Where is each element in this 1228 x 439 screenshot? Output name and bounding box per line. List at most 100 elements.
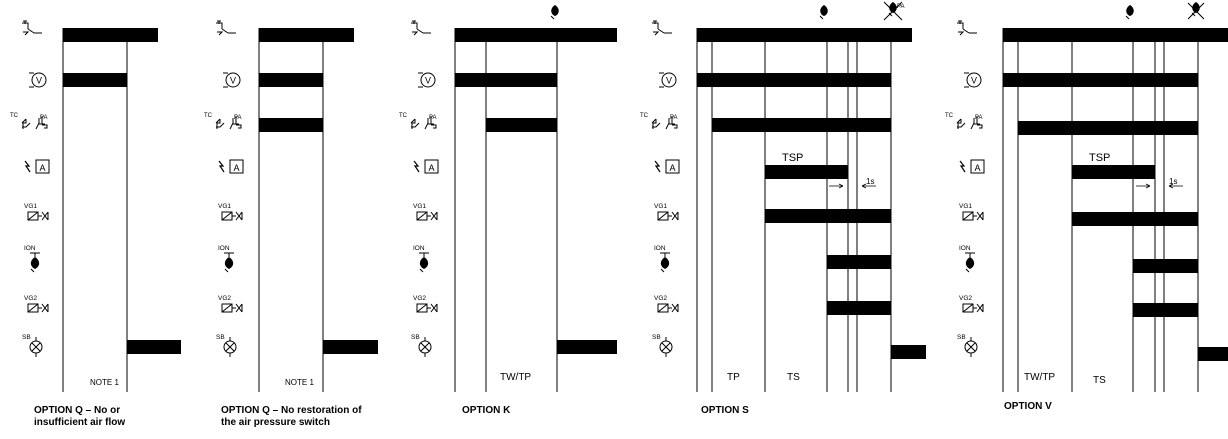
lockout-lamp-icon-v — [964, 336, 978, 358]
v-thermostat-bar — [1003, 28, 1228, 42]
s-lockout-bar — [891, 345, 926, 359]
valve-vg1-icon-q1 — [27, 211, 49, 221]
sb-label-q2: SB — [216, 334, 225, 341]
thermostat-icon-v — [956, 20, 978, 36]
vg1-label-q1: VG1 — [24, 203, 37, 210]
vg2-label-q1: VG2 — [24, 295, 37, 302]
a-box-label-s: A — [669, 163, 675, 173]
thermostat-icon-s — [651, 20, 673, 36]
vg2-label-v: VG2 — [959, 295, 972, 302]
v-tc-pa-bar — [1018, 121, 1198, 135]
vg2-label-s: VG2 — [654, 295, 667, 302]
k-tw-tp-label: TW/TP — [500, 372, 531, 383]
valve-vg2-icon-q2 — [221, 303, 243, 313]
pa-label-v: PA — [975, 115, 983, 121]
panel-title-option-q-air-flow: OPTION Q – No or insufficient air flow — [34, 405, 126, 428]
v-tsp-bar — [1072, 165, 1155, 179]
s-tsp-bar — [765, 165, 848, 179]
ion-label-q2: ION — [218, 245, 230, 252]
q1-lockout-bar — [127, 340, 181, 354]
s-tsp-label: TSP — [782, 152, 803, 164]
s-ts-label: TS — [787, 372, 800, 383]
v-1s-label: 1s — [1169, 177, 1177, 186]
panel-title-option-v: OPTION V — [1004, 401, 1052, 412]
k-tc-pa-bar — [486, 118, 557, 132]
crossed-pa-flame-icon — [883, 1, 903, 21]
q2-thermostat-bar — [259, 28, 354, 42]
valve-vg1-icon-q2 — [221, 211, 243, 221]
s-tc-pa-bar — [712, 118, 891, 132]
s-1s-label: 1s — [866, 177, 874, 186]
v-ts-label: TS — [1093, 375, 1106, 386]
ionisation-probe-icon-v — [964, 252, 976, 273]
fan-motor-icon-s — [658, 72, 677, 88]
valve-vg2-icon-k — [416, 303, 438, 313]
vg1-label-q2: VG1 — [218, 203, 231, 210]
s-vg1-bar — [765, 209, 891, 223]
s-ion-bar — [827, 255, 891, 269]
fan-motor-icon-q2 — [222, 72, 241, 88]
ion-label-k: ION — [413, 245, 425, 252]
thermostat-icon-k — [410, 20, 432, 36]
pa-label-q2: PA — [234, 115, 242, 121]
s-thermostat-bar — [697, 28, 912, 42]
v-cross-mark — [1187, 2, 1205, 20]
sb-label-v: SB — [957, 334, 966, 341]
q1-fan-bar — [63, 73, 127, 87]
q1-note-label: NOTE 1 — [90, 378, 119, 387]
ion-label-s: ION — [654, 245, 666, 252]
v-tsp-label: TSP — [1089, 152, 1110, 164]
fan-motor-icon-v — [963, 72, 982, 88]
v-tw-tp-label: TW/TP — [1024, 372, 1055, 383]
a-box-label-q1: A — [39, 163, 45, 173]
v-vg2-bar — [1133, 303, 1198, 317]
k-lockout-bar — [557, 340, 617, 354]
v-fan-bar — [1003, 73, 1198, 87]
a-box-label-v: A — [974, 163, 980, 173]
vg2-label-k: VG2 — [413, 295, 426, 302]
tc-label-v: TC — [945, 113, 954, 119]
a-box-label-q2: A — [233, 163, 239, 173]
v-ion-bar — [1133, 259, 1198, 273]
k-thermostat-bar — [455, 28, 617, 42]
lockout-lamp-icon-k — [418, 336, 432, 358]
a-box-label-k: A — [428, 163, 434, 173]
sb-label-s: SB — [652, 334, 661, 341]
s-fan-bar — [697, 73, 891, 87]
q2-fan-bar — [259, 73, 323, 87]
sb-label-k: SB — [411, 334, 420, 341]
pa-label-k: PA — [429, 115, 437, 121]
panel-title-option-q-air-pressure: OPTION Q – No restoration of the air pre… — [221, 405, 362, 428]
s-1s-dimension-arrows — [829, 183, 876, 189]
valve-vg1-icon-k — [416, 211, 438, 221]
valve-vg1-icon-v — [962, 211, 984, 221]
q2-note-label: NOTE 1 — [285, 378, 314, 387]
ionisation-probe-icon-s — [659, 252, 671, 273]
s-vg2-bar — [827, 301, 891, 315]
fan-motor-icon-k — [417, 72, 436, 88]
lockout-lamp-icon-q1 — [29, 336, 43, 358]
lockout-lamp-icon-q2 — [223, 336, 237, 358]
sb-label-q1: SB — [22, 334, 31, 341]
tc-label-q1: TC — [10, 113, 19, 119]
fan-motor-icon-q1 — [28, 72, 47, 88]
ionisation-probe-icon-k — [418, 252, 430, 273]
s-crossed-pa-label: PA — [897, 4, 905, 10]
valve-vg2-icon-q1 — [27, 303, 49, 313]
lockout-lamp-icon-s — [659, 336, 673, 358]
vg1-label-s: VG1 — [654, 203, 667, 210]
vg1-label-k: VG1 — [413, 203, 426, 210]
tc-label-q2: TC — [204, 113, 213, 119]
pa-label-s: PA — [670, 115, 678, 121]
thermostat-icon-q1 — [21, 20, 43, 36]
panel-title-option-k: OPTION K — [462, 405, 511, 416]
v-1s-dimension-arrows — [1136, 183, 1183, 189]
flame-icon — [819, 4, 829, 20]
panel-title-option-s: OPTION S — [701, 405, 749, 416]
ionisation-probe-icon-q1 — [29, 252, 41, 273]
valve-vg1-icon-s — [657, 211, 679, 221]
q2-tc-pa-bar — [259, 118, 323, 132]
ionisation-probe-icon-q2 — [223, 252, 235, 273]
valve-vg2-icon-s — [657, 303, 679, 313]
tc-label-k: TC — [399, 113, 408, 119]
